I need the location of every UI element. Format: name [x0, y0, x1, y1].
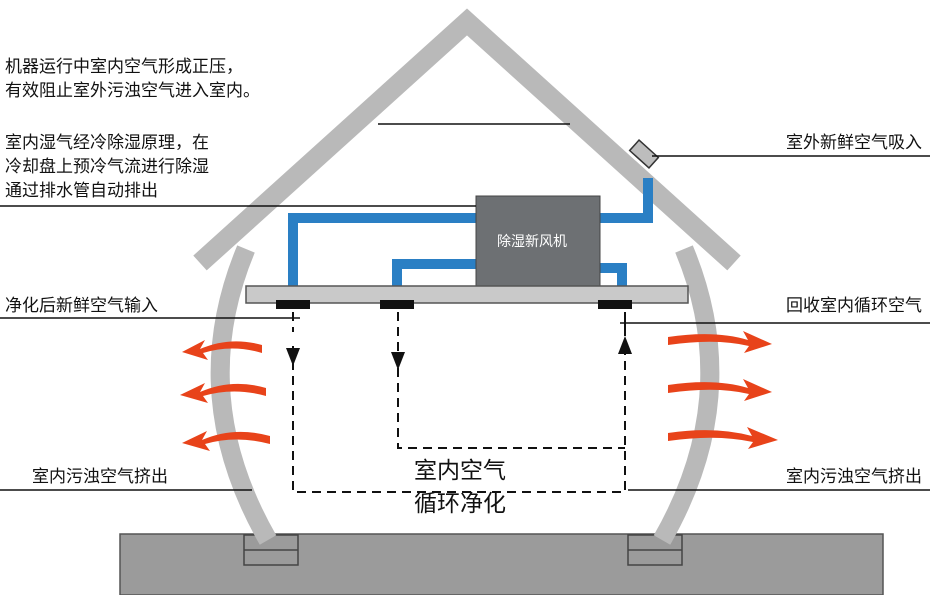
fresh-air-intake-label: 室外新鲜空气吸入 — [786, 133, 922, 153]
circulation-outer-path — [292, 346, 626, 493]
fresh-air-in-label: 净化后新鲜空气输入 — [5, 296, 158, 316]
down-arrow-left — [286, 348, 300, 366]
positive-pressure-line2: 有效阻止室外污浊空气进入室内。 — [5, 81, 260, 101]
ground-slab — [119, 533, 884, 595]
outflow-arrow-left-1 — [182, 340, 262, 360]
ceiling-slab — [245, 285, 689, 304]
recycle-air-label: 回收室内循环空气 — [786, 296, 922, 316]
vent-right — [598, 300, 632, 309]
vent-middle — [380, 300, 414, 309]
wall-right — [653, 245, 720, 545]
circulation-line2: 循环净化 — [414, 491, 506, 517]
outflow-arrow-right-3 — [668, 427, 778, 449]
wall-left — [210, 245, 277, 545]
dirty-air-out-right-label: 室内污浊空气挤出 — [786, 467, 922, 487]
circulation-inner-path — [397, 368, 625, 449]
outflow-arrow-right-1 — [668, 331, 772, 353]
down-arrow-middle — [391, 352, 405, 370]
outflow-arrow-right-2 — [668, 379, 772, 401]
dehumidify-line1: 室内湿气经冷除湿原理，在 — [5, 133, 209, 153]
circulation-line1: 室内空气 — [414, 458, 506, 484]
duct-right-riser — [599, 178, 653, 223]
dehumidify-line2: 冷却盘上预冷气流进行除湿 — [5, 157, 209, 177]
duct-lower-left — [392, 259, 478, 288]
duct-lower-right — [599, 263, 627, 288]
intake-vent — [628, 139, 660, 169]
unit-label: 除湿新风机 — [497, 234, 567, 250]
roof — [193, 8, 741, 271]
vent-left — [276, 300, 310, 309]
up-arrow-right — [618, 336, 632, 354]
dehumidifier-unit — [475, 195, 601, 287]
outflow-arrow-left-3 — [182, 431, 270, 451]
positive-pressure-line1: 机器运行中室内空气形成正压， — [5, 57, 243, 77]
duct-left-loop — [288, 213, 478, 288]
dirty-air-out-left-label: 室内污浊空气挤出 — [32, 467, 168, 487]
outflow-arrow-left-2 — [180, 383, 266, 403]
dehumidify-line3: 通过排水管自动排出 — [5, 181, 158, 201]
